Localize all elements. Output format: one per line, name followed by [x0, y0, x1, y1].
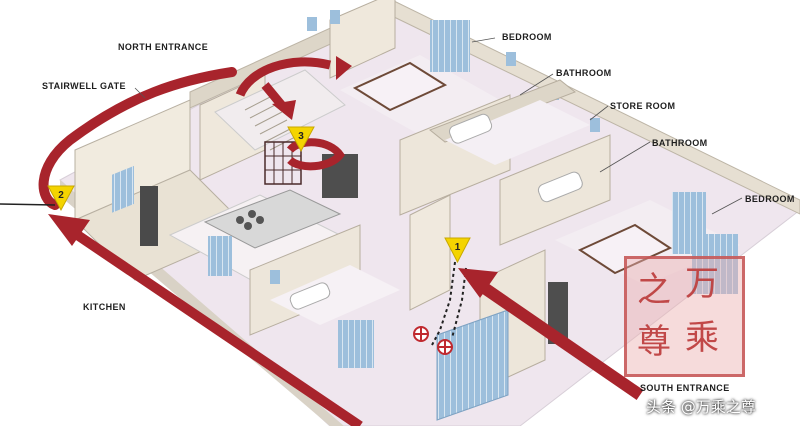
label-bedroom-right: BEDROOM: [745, 194, 795, 204]
bathtub-mid: [537, 171, 583, 203]
bathtub-top: [449, 113, 493, 144]
bathroom-top-floor: [445, 100, 590, 165]
bathroom-lower-floor: [270, 265, 400, 325]
bedroom-top-wall: [329, 0, 396, 79]
label-bedroom-top: BEDROOM: [502, 32, 552, 42]
valve-symbol: [437, 339, 453, 355]
kitchen-window: [112, 165, 134, 213]
route-arrow-north-entrance: [38, 67, 237, 210]
window-small: [330, 10, 340, 24]
stairs: [244, 95, 298, 151]
route-arrow-south-entrance: [476, 280, 644, 400]
entry-line: [0, 203, 56, 206]
bathtub-lower: [289, 282, 331, 310]
route-arrow-south-entrance-head: [458, 268, 498, 298]
leader-lines: [134, 37, 743, 215]
window-small: [307, 17, 317, 31]
corridor-wall: [409, 194, 451, 311]
marker-3: 3: [287, 126, 315, 153]
label-south-entrance: SOUTH ENTRANCE: [640, 383, 730, 393]
stove-burner: [236, 216, 244, 224]
svg-text:1: 1: [455, 242, 461, 253]
bed-right: [577, 223, 673, 275]
marker-1: 1: [444, 237, 471, 264]
window-small: [270, 270, 280, 284]
window-small: [506, 52, 516, 66]
window-small: [590, 118, 600, 132]
route-arrow-stairwell: [235, 57, 332, 98]
bedroom-right-window-2: [692, 234, 738, 294]
stamp-char: 乘: [685, 318, 719, 358]
kitchen-door: [140, 186, 158, 246]
label-bathroom-top: BATHROOM: [556, 68, 612, 78]
route-dotted-line: [431, 261, 456, 346]
stove-burner: [256, 216, 264, 224]
marker-2: 2: [47, 185, 75, 212]
stamp-char: 之: [637, 270, 671, 310]
watermark-caption: 头条 @万乘之尊: [646, 398, 756, 416]
bed-top: [352, 61, 448, 112]
route-dotted-line: [451, 267, 467, 339]
route-arrow-stair-down-head: [272, 100, 296, 120]
valve-symbol: [413, 326, 429, 342]
route-arrow-outer-head: [48, 214, 90, 246]
stove-burner: [248, 210, 256, 218]
stamp-char: 尊: [637, 322, 671, 362]
label-store-room: STORE ROOM: [610, 101, 676, 111]
label-kitchen: KITCHEN: [83, 302, 126, 312]
svg-text:3: 3: [298, 131, 304, 142]
route-arrow-outer: [67, 225, 363, 426]
label-north-entrance: NORTH ENTRANCE: [118, 42, 209, 52]
label-bathroom-mid: BATHROOM: [652, 138, 708, 148]
stove-burner: [244, 222, 252, 230]
watermark-stamp: 之 万 尊 乘: [624, 256, 745, 377]
kitchen-counter: [203, 189, 342, 249]
bedroom-top-window: [430, 20, 470, 72]
bathroom-lower-window: [338, 320, 374, 368]
stamp-char: 万: [685, 264, 719, 304]
label-stairwell-gate: STAIRWELL GATE: [42, 81, 126, 91]
route-arrow-stairwell-head: [336, 56, 352, 80]
kitchen-window: [208, 236, 232, 276]
svg-text:2: 2: [58, 190, 64, 201]
south-entrance-screen: [436, 309, 509, 421]
